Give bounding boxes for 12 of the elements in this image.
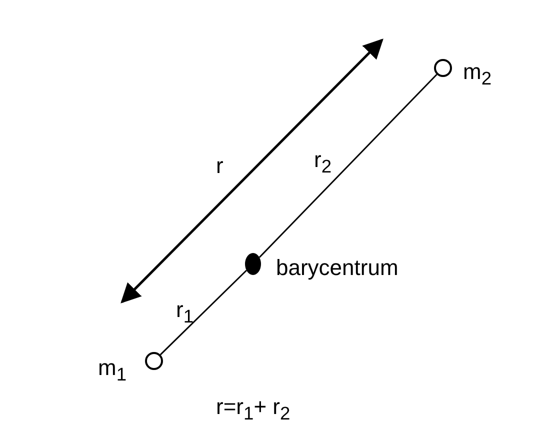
edge-label: r$_{2}$	[314, 148, 332, 178]
node-label: m$_{1}$	[98, 356, 127, 386]
connecting-line	[258, 74, 438, 258]
node-label: m$_{2}$	[463, 60, 492, 90]
connecting-line	[160, 270, 247, 356]
center-of-mass-dot	[245, 253, 261, 275]
mass-circle	[434, 59, 452, 77]
node-label: barycentrum	[276, 256, 398, 280]
edge-label: r$_{1}$	[176, 298, 194, 328]
dimension-label: r	[216, 154, 224, 178]
formula: r=r$_{1}$+ r$_{2}$	[216, 395, 290, 426]
mass-circle	[145, 352, 163, 370]
